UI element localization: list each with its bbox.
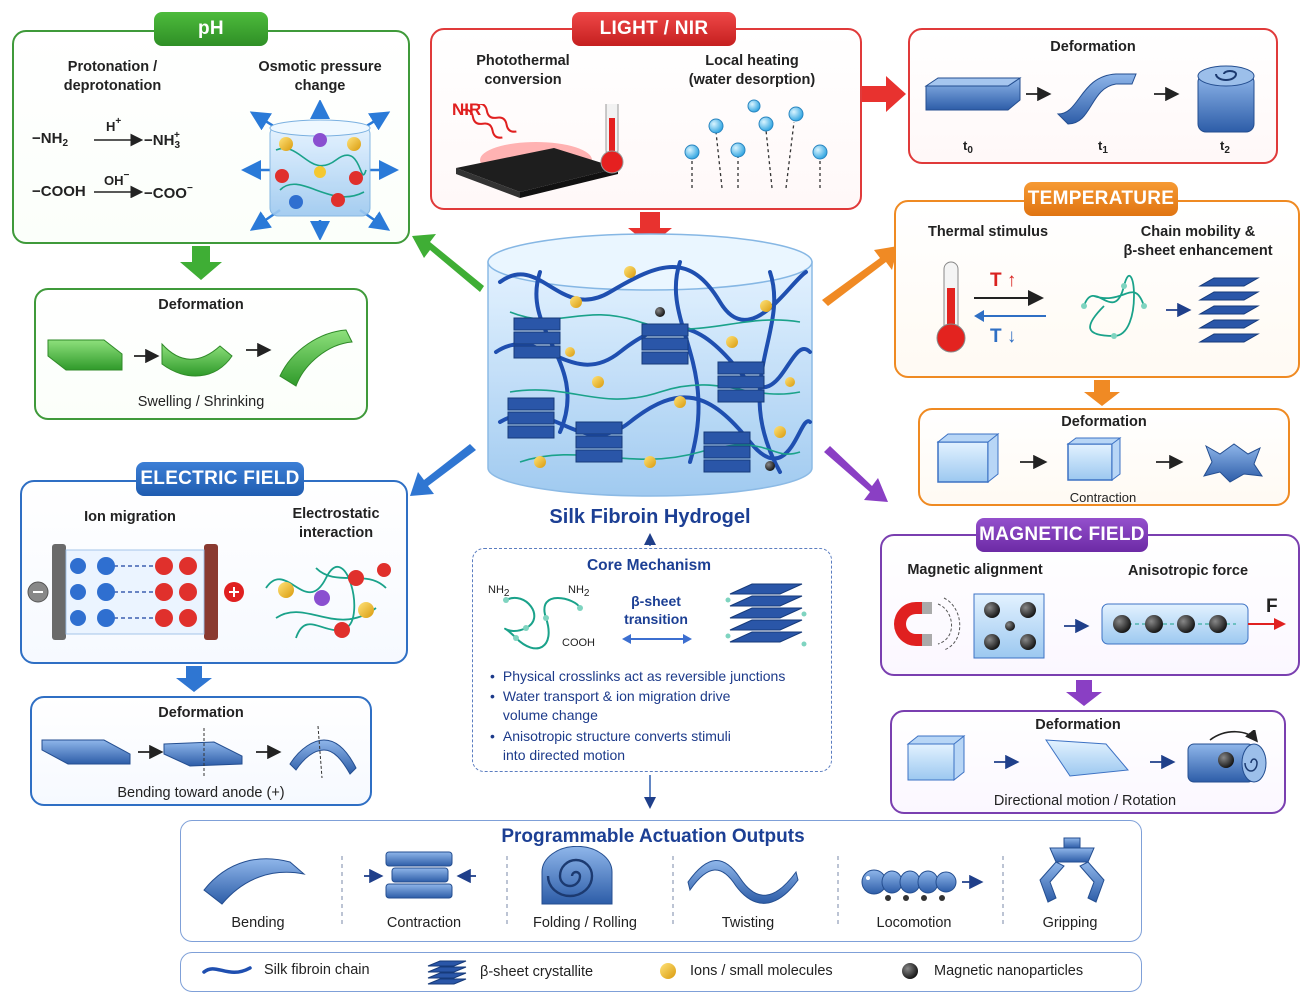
output-folding-rolling-icon [541, 846, 613, 905]
output-label-bending: Bending [231, 915, 285, 931]
legend-ions: Ions / small molecules [658, 961, 833, 981]
core-mechanism-title: Core Mechanism [586, 557, 712, 574]
t0-label: t0 [963, 138, 973, 156]
output-dividers [341, 856, 1004, 926]
output-bending-icon [203, 858, 306, 905]
beta-sheet-crystallite-icon [427, 960, 467, 985]
output-gripping-icon [1039, 837, 1105, 903]
legend-silk-chain: Silk fibroin chain [202, 962, 370, 978]
legend-label: Magnetic nanoparticles [934, 963, 1084, 979]
eq1-right: −NH3+ [144, 130, 180, 151]
output-contraction-icon [364, 851, 476, 899]
magnetic-deformation-title: Deformation [1035, 717, 1121, 733]
ph-col2-label: Osmotic pressure change [258, 59, 382, 94]
electric-col2-label: Electrostatic interaction [292, 506, 380, 541]
temperature-col1-label: Thermal stimulus [927, 224, 1049, 240]
ph-deformation-sequence-icon [47, 329, 353, 387]
outputs-title: Programmable Actuation Outputs [501, 826, 805, 847]
temperature-tag: TEMPERATURE [1024, 182, 1178, 216]
ion-migration-cell-icon [27, 544, 244, 640]
eq2-left: −COOH [32, 183, 86, 200]
output-label-twisting: Twisting [721, 915, 775, 931]
light-deformation-sequence-icon [924, 65, 1255, 133]
t-up-label: T ↑ [990, 270, 1017, 291]
ph-deformation-title: Deformation [158, 297, 244, 313]
magnetic-alignment-icon [894, 593, 1286, 659]
magnetic-nanoparticle-icon [902, 963, 918, 979]
electric-tag: ELECTRIC FIELD [136, 462, 304, 496]
eq1-over: H+ [106, 116, 122, 134]
magnetic-col1-label: Magnetic alignment [907, 562, 1043, 578]
legend-label: β-sheet crystallite [480, 964, 594, 980]
silk-fibroin-hydrogel-icon [487, 233, 813, 497]
electric-deformation-caption: Bending toward anode (+) [117, 785, 285, 801]
electrostatic-interaction-icon [265, 563, 391, 639]
output-label-gripping: Gripping [1042, 915, 1098, 931]
light-col2-label: Local heating (water desorption) [688, 53, 816, 88]
eq2-over: OH− [104, 170, 130, 188]
nh2-left-label: NH2 [488, 584, 510, 599]
temperature-col2-label: Chain mobility & β-sheet enhancement [1123, 224, 1273, 259]
osmotic-gel-cube-icon [241, 100, 399, 240]
beta-sheet-transition-label: β-sheet transition [624, 593, 688, 627]
beta-sheet-stack-icon [725, 583, 807, 647]
temperature-deformation-sequence-icon [936, 432, 1264, 484]
output-label-folding-rolling: Folding / Rolling [533, 915, 637, 931]
electric-col1-label: Ion migration [84, 509, 176, 525]
nh2-right-label: NH2 [568, 584, 590, 599]
ph-tag: pH [154, 12, 268, 46]
light-deformation-title: Deformation [1050, 39, 1136, 55]
output-label-locomotion: Locomotion [876, 915, 952, 931]
water-desorption-icon [684, 99, 828, 189]
photothermal-film-icon [456, 104, 624, 198]
random-coil-chain-icon [503, 596, 583, 650]
t2-label: t2 [1220, 138, 1230, 156]
core-bullet-2: •Water transport & ion migration drive v… [490, 688, 731, 723]
ph-eq-arrows [94, 133, 144, 198]
legend-label: Ions / small molecules [690, 963, 833, 979]
temperature-deformation-title: Deformation [1061, 414, 1147, 430]
output-label-contraction: Contraction [386, 915, 462, 931]
temperature-deformation-caption: Contraction [1069, 490, 1137, 505]
transition-double-arrow [622, 634, 692, 644]
output-twisting-icon [687, 860, 799, 904]
chain-to-beta-sheet-icon [1081, 275, 1260, 343]
eq1-left: −NH2 [32, 130, 68, 149]
legend-magnetic-nanoparticles: Magnetic nanoparticles [900, 961, 1083, 981]
ion-icon [660, 963, 676, 979]
core-bullet-3: •Anisotropic structure converts stimuli … [490, 728, 731, 763]
electric-deformation-title: Deformation [158, 705, 244, 721]
silk-chain-icon [202, 966, 252, 975]
temperature-panel [894, 200, 1300, 378]
magnetic-col2-label: Anisotropic force [1127, 563, 1249, 579]
ph-deformation-caption: Swelling / Shrinking [137, 394, 265, 410]
temperature-arrows [974, 290, 1046, 322]
magnetic-deformation-sequence-icon [906, 730, 1267, 783]
magnetic-deformation-caption: Directional motion / Rotation [993, 793, 1177, 809]
force-label: F [1266, 596, 1278, 617]
cooh-label: COOH [562, 637, 595, 649]
legend-beta-sheet: β-sheet crystallite [426, 958, 593, 986]
legend-label: Silk fibroin chain [264, 962, 370, 978]
t-down-label: T ↓ [990, 326, 1017, 347]
thermometer-icon [936, 261, 966, 353]
output-locomotion-icon [861, 869, 984, 901]
eq2-right: −COO− [144, 183, 193, 202]
t1-label: t1 [1098, 138, 1108, 156]
electric-deformation-sequence-icon [41, 725, 357, 779]
core-bullet-1: •Physical crosslinks act as reversible j… [490, 668, 786, 684]
ph-col1-label: Protonation / deprotonation [63, 59, 162, 94]
light-col1-label: Photothermal conversion [476, 53, 570, 88]
magnetic-tag: MAGNETIC FIELD [976, 518, 1148, 552]
light-tag: LIGHT / NIR [572, 12, 736, 46]
center-title: Silk Fibroin Hydrogel [549, 506, 751, 528]
